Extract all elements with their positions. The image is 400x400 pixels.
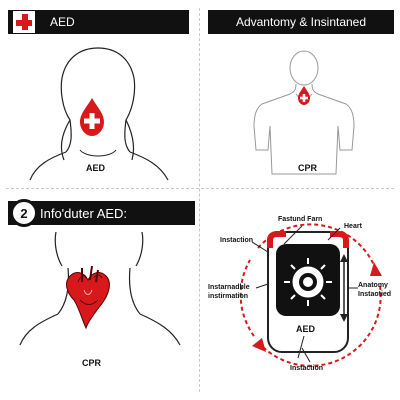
label-fastund-farn: Fastund Farn bbox=[278, 216, 323, 223]
panel-aed-title: AED bbox=[50, 15, 75, 29]
step-number-badge: 2 bbox=[10, 199, 38, 227]
label-instaction-top: Instaction bbox=[220, 237, 254, 244]
label-heart: Heart bbox=[344, 223, 362, 230]
panel-info-title: Info'duter AED: bbox=[40, 205, 128, 221]
aed-drop-icon bbox=[298, 86, 310, 105]
medical-cross-icon bbox=[12, 10, 36, 34]
label-instarnadble-line2: instirmation bbox=[208, 293, 249, 300]
label-device-aed: AED bbox=[296, 324, 316, 334]
panel-advantomy-title: Advantomy & Insintaned bbox=[235, 15, 367, 29]
horizontal-divider bbox=[6, 188, 394, 189]
heart-anatomy-icon bbox=[66, 265, 110, 330]
panel-advantomy-banner: Advantomy & Insintaned bbox=[208, 10, 394, 34]
label-anatomy: Anatomy Instaotied bbox=[358, 281, 391, 299]
vertical-divider bbox=[199, 8, 200, 392]
panel-aed-caption: AED bbox=[86, 163, 106, 173]
label-anatomy-line1: Anatomy bbox=[358, 282, 388, 289]
panel-advantomy-caption: CPR bbox=[298, 163, 318, 173]
label-anatomy-line2: Instaotied bbox=[358, 291, 392, 298]
label-instarnadble-line1: Instarnadble bbox=[208, 284, 250, 291]
panel-info-banner: Info'duter AED: bbox=[8, 201, 195, 225]
label-instaction-bottom: Instaction bbox=[290, 365, 324, 372]
neck-outline-figure bbox=[29, 47, 169, 181]
panel-info-caption: CPR bbox=[82, 358, 102, 368]
aed-drop-icon bbox=[80, 98, 104, 136]
neck-outline-figure bbox=[19, 231, 181, 346]
panel-aed-banner: AED bbox=[8, 10, 189, 34]
label-instarnadble: Instarnadble instirmation bbox=[208, 283, 250, 301]
